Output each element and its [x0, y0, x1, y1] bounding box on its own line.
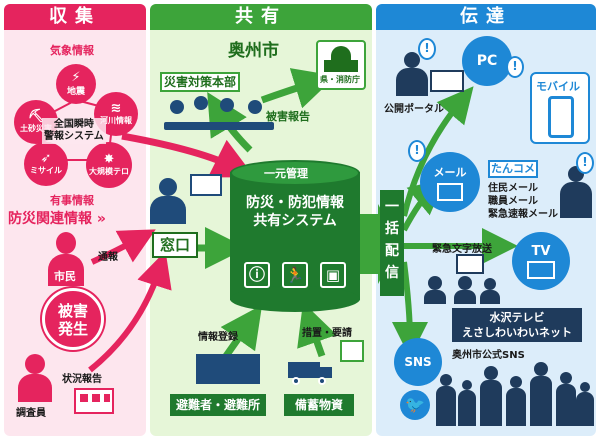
collect-header: 収集: [4, 4, 146, 30]
laptop-icon: [430, 70, 464, 92]
bulk-delivery-label: 一 括 配 信: [380, 190, 404, 296]
emergency-mail-label: 緊急速報メール: [488, 209, 558, 220]
damaged-house-icon: [74, 388, 114, 414]
earthquake-dot: ⚡ 地震: [56, 64, 96, 104]
landslide-label: 土砂災害: [20, 124, 52, 133]
window-staff-icon: [150, 178, 186, 224]
surveyor-person-icon: [18, 354, 52, 402]
explosion-icon: ✸: [103, 152, 115, 167]
alert-icon: !: [506, 56, 524, 78]
portal-label: 公開ポータル: [384, 104, 444, 115]
wave-icon: ≋: [110, 101, 122, 116]
pc-circle: PC: [462, 36, 512, 86]
alert-icon: !: [418, 38, 436, 60]
missile-dot: ➶ ミサイル: [24, 142, 68, 186]
alert-icon: !: [408, 140, 426, 162]
shared-system-cylinder: [230, 160, 360, 312]
pc-user-icon: [396, 52, 428, 96]
shelter-label: 避難者・避難所: [170, 394, 266, 416]
mail-types: 住民メール 職員メール 緊急速報メール: [488, 182, 558, 221]
emergency-text-label: 緊急文字放送: [432, 244, 492, 255]
warning-system: 全国瞬時 警報システム: [42, 118, 106, 144]
bulk-char-4: 信: [385, 265, 399, 281]
evacuate-icon: 🏃: [282, 262, 308, 288]
resident-mail-label: 住民メール: [488, 183, 538, 194]
mobile-label: モバイル: [536, 80, 580, 93]
supplies-icon: ▣: [320, 262, 346, 288]
tv-screen-icon: [527, 260, 555, 279]
capitol-dome-icon: [331, 46, 351, 60]
mail-circle: メール: [420, 152, 480, 212]
truck-icon: [288, 362, 334, 385]
bulk-char-3: 配: [385, 243, 399, 259]
prefecture-box: 県・消防庁: [316, 40, 366, 90]
missile-label: ミサイル: [30, 166, 62, 175]
crowd-icon: [436, 362, 596, 426]
hq-meeting-icon: [164, 96, 274, 136]
shovel-icon: ⛏: [27, 109, 45, 124]
sns-official-label: 奥州市公式SNS: [452, 350, 525, 361]
system-name: 防災・防犯情報 共有システム: [240, 194, 350, 230]
television-icon: [456, 254, 484, 274]
sns-circle: SNS: [394, 338, 442, 386]
measures-label: 措置・要請: [302, 328, 352, 339]
shelter-building-icon: [196, 354, 260, 384]
terror-label: 大規模テロ: [89, 167, 129, 176]
smartphone-icon: [548, 96, 574, 138]
bulk-char-2: 括: [385, 221, 399, 237]
info-register-label: 情報登録: [198, 332, 238, 343]
system-name-line-1: 防災・防犯情報: [246, 195, 344, 211]
disaster-info-label: 防災関連情報 »: [8, 208, 106, 228]
disaster-info-text: 防災関連情報: [8, 211, 92, 227]
staff-mail-label: 職員メール: [488, 196, 538, 207]
tv-label: TV: [531, 243, 551, 259]
share-header: 共有: [150, 4, 372, 30]
alert-icon: !: [576, 152, 594, 174]
mizusawa-tv-label: 水沢テレビ: [489, 311, 545, 324]
emergency-label: 有事情報: [50, 194, 94, 207]
mobile-box: モバイル: [530, 72, 590, 144]
monitor-icon: [190, 174, 222, 196]
info-icon: ⓘ: [244, 262, 270, 288]
prefecture-label: 県・消防庁: [320, 75, 360, 84]
missile-icon: ➶: [40, 151, 52, 166]
double-chevron-icon: »: [96, 211, 106, 227]
system-name-line-2: 共有システム: [253, 213, 337, 229]
weather-label: 気象情報: [50, 44, 94, 57]
earthquake-label: 地震: [66, 87, 85, 97]
tv-circle: TV: [512, 232, 570, 290]
deliver-header: 伝達: [376, 4, 596, 30]
citizen-person-icon: [48, 232, 84, 286]
unified-label: 一元管理: [264, 167, 308, 180]
stockpile-label: 備蓄物資: [284, 394, 354, 416]
bulk-char-1: 一: [385, 199, 399, 215]
river-label: 河川情報: [100, 116, 132, 125]
window-label: 窓口: [152, 232, 198, 258]
tv-viewers-icon: [424, 276, 500, 304]
status-report-label: 状況報告: [62, 374, 102, 385]
damage-report-label: 被害報告: [266, 110, 310, 123]
mail-label: メール: [433, 165, 467, 179]
warning-system-line-1: 全国瞬時: [53, 119, 94, 130]
damage-line-1: 被害: [57, 302, 88, 320]
tancome-label: たんコメ: [488, 160, 538, 178]
tv-station-box: 水沢テレビ えさしわいわいネット: [452, 308, 582, 342]
report-label: 通報: [98, 252, 118, 263]
damage-occurred-badge: 被害 発生: [42, 288, 104, 350]
citizen-label: 市民: [54, 270, 76, 283]
city-title: 奥州市: [228, 41, 279, 61]
disaster-hq-label: 災害対策本部: [160, 72, 240, 92]
terror-dot: ✸ 大規模テロ: [86, 142, 132, 188]
bird-icon: 🐦: [400, 390, 430, 420]
surveyor-label: 調査員: [16, 408, 46, 419]
mail-user-icon: [560, 166, 592, 218]
damage-line-2: 発生: [57, 320, 88, 338]
box-icon: [340, 340, 364, 362]
envelope-icon: [437, 182, 463, 201]
esashi-net-label: えさしわいわいネット: [462, 326, 572, 339]
earthquake-icon: ⚡: [71, 70, 81, 85]
warning-system-line-2: 警報システム: [44, 131, 104, 142]
